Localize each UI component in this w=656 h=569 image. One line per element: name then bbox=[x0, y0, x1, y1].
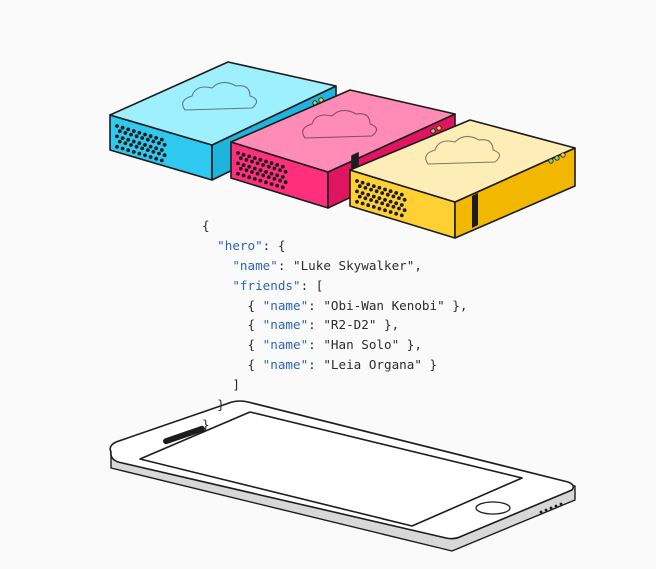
server-yellow bbox=[349, 119, 576, 239]
json-key: "name" bbox=[262, 357, 309, 373]
vent-grille-icon bbox=[355, 179, 407, 218]
json-punctuation: } bbox=[421, 357, 438, 373]
json-punctuation: } bbox=[202, 416, 210, 432]
code-line: { "name": "Obi-Wan Kenobi" }, bbox=[202, 296, 467, 316]
json-punctuation: }, bbox=[399, 337, 422, 353]
json-punctuation bbox=[202, 238, 217, 253]
json-punctuation bbox=[202, 278, 232, 293]
json-key: "name" bbox=[232, 257, 278, 273]
json-punctuation: { bbox=[202, 297, 263, 313]
json-punctuation: : bbox=[308, 357, 324, 373]
server-pink-top bbox=[230, 89, 456, 173]
code-line: { "name": "Leia Organa" } bbox=[202, 355, 467, 375]
phone-port-dots bbox=[539, 502, 563, 514]
code-line: } bbox=[202, 395, 467, 415]
code-line: { bbox=[202, 216, 467, 236]
code-line: { "name": "Han Solo" }, bbox=[202, 335, 467, 355]
home-button-icon bbox=[475, 501, 511, 515]
cloud-icon bbox=[302, 109, 378, 139]
json-string: "Obi-Wan Kenobi" bbox=[323, 297, 445, 313]
json-punctuation: }, bbox=[376, 317, 400, 333]
json-string: "Luke Skywalker" bbox=[293, 257, 415, 273]
phone-screen bbox=[139, 411, 523, 527]
status-lights-icon bbox=[430, 125, 442, 134]
json-punctuation: { bbox=[202, 317, 263, 333]
json-punctuation: , bbox=[414, 257, 422, 273]
json-punctuation: { bbox=[202, 218, 210, 233]
code-line: "friends": [ bbox=[202, 276, 467, 296]
json-punctuation bbox=[202, 258, 232, 273]
status-lights-icon bbox=[548, 152, 566, 164]
server-blue-top bbox=[109, 61, 337, 146]
phone bbox=[109, 400, 576, 552]
json-key: "name" bbox=[262, 337, 309, 353]
json-string: "Leia Organa" bbox=[323, 357, 422, 373]
json-punctuation: }, bbox=[444, 297, 468, 313]
json-punctuation: : bbox=[308, 317, 324, 333]
code-line: } bbox=[202, 415, 467, 435]
json-punctuation: : bbox=[308, 337, 324, 353]
json-punctuation: ] bbox=[202, 377, 240, 393]
json-string: "R2-D2" bbox=[323, 317, 377, 333]
json-punctuation: : [ bbox=[300, 277, 324, 293]
json-punctuation: { bbox=[202, 357, 263, 373]
code-line: "hero": { bbox=[202, 236, 467, 256]
json-punctuation: : { bbox=[262, 237, 286, 253]
json-punctuation: : bbox=[277, 257, 294, 273]
vent-grille-icon bbox=[115, 124, 167, 163]
json-key: "hero" bbox=[217, 237, 263, 253]
json-key: "friends" bbox=[232, 277, 301, 293]
json-punctuation: } bbox=[202, 397, 225, 413]
json-string: "Han Solo" bbox=[323, 337, 400, 353]
vent-grille-icon bbox=[236, 151, 288, 190]
code-line: ] bbox=[202, 375, 467, 395]
json-punctuation: { bbox=[202, 337, 263, 353]
cloud-icon bbox=[425, 135, 501, 165]
json-key: "name" bbox=[262, 297, 309, 313]
phone-speaker-icon bbox=[163, 425, 205, 445]
cloud-icon bbox=[182, 81, 258, 111]
json-response: { "hero": { "name": "Luke Skywalker", "f… bbox=[202, 216, 467, 435]
server-yellow-top bbox=[349, 119, 576, 203]
json-key: "name" bbox=[262, 317, 309, 333]
code-line: { "name": "R2-D2" }, bbox=[202, 315, 467, 335]
json-punctuation: : bbox=[308, 297, 324, 313]
server-yellow-slot bbox=[472, 193, 478, 228]
code-line: "name": "Luke Skywalker", bbox=[202, 256, 467, 276]
